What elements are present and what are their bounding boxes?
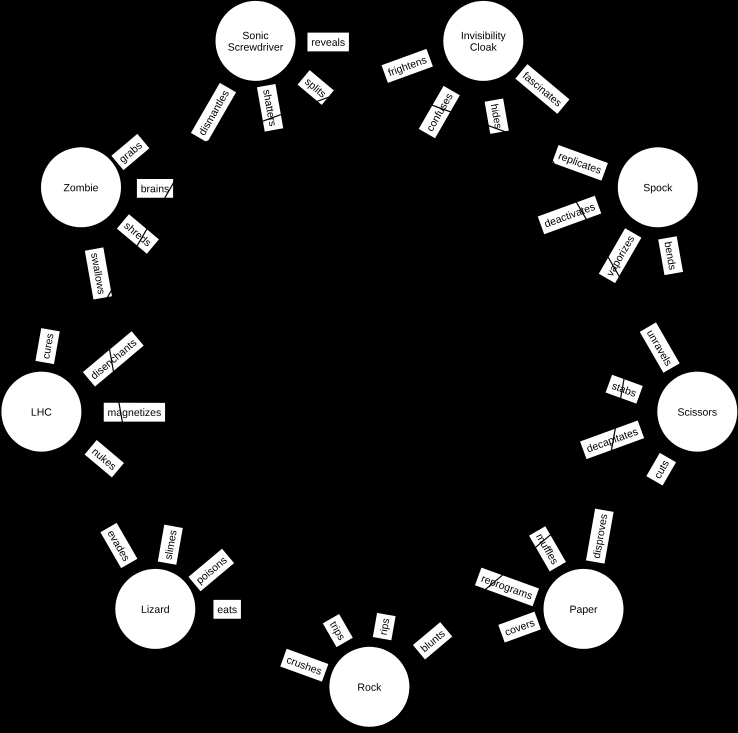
- svg-text:Sonic: Sonic: [242, 30, 268, 42]
- svg-text:reveals: reveals: [311, 37, 345, 49]
- svg-text:Paper: Paper: [569, 604, 598, 616]
- svg-text:Invisibility: Invisibility: [461, 30, 507, 42]
- svg-text:rips: rips: [378, 617, 393, 636]
- svg-text:Zombie: Zombie: [63, 182, 98, 194]
- svg-text:eats: eats: [217, 604, 237, 616]
- svg-text:LHC: LHC: [31, 407, 52, 419]
- svg-text:Spock: Spock: [643, 182, 673, 194]
- svg-text:cures: cures: [40, 333, 56, 360]
- svg-text:hides: hides: [488, 103, 504, 130]
- svg-text:bends: bends: [661, 241, 678, 271]
- svg-text:Lizard: Lizard: [141, 604, 170, 616]
- svg-text:Screwdriver: Screwdriver: [228, 42, 284, 54]
- svg-text:Rock: Rock: [357, 682, 382, 694]
- svg-text:brains: brains: [141, 183, 170, 195]
- svg-text:Cloak: Cloak: [470, 42, 498, 54]
- svg-text:slimes: slimes: [163, 529, 180, 560]
- svg-text:Scissors: Scissors: [677, 407, 717, 419]
- svg-text:magnetizes: magnetizes: [108, 407, 162, 419]
